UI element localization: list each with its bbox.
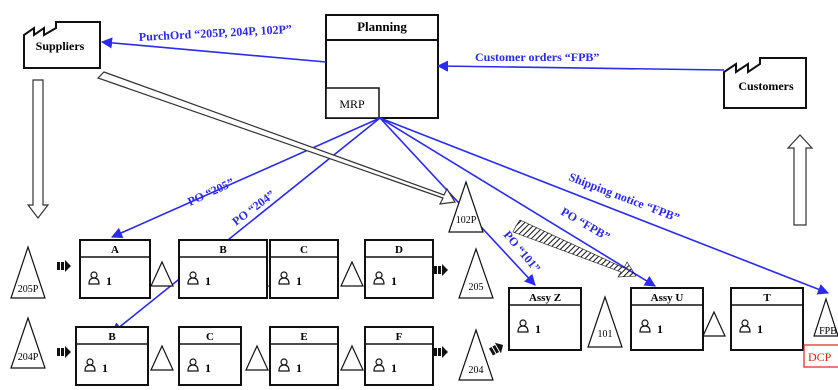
process-box-t: T1 <box>730 287 804 351</box>
buffer-triangle <box>702 310 726 337</box>
customer-orders-flow <box>436 60 725 72</box>
inventory-204p-label: 204P <box>18 352 39 363</box>
inventory-101: 101 <box>587 295 623 348</box>
process-name: E <box>300 331 307 343</box>
operator-count: 1 <box>391 361 397 375</box>
shipping-notice-flow <box>379 117 830 295</box>
buffer-triangle <box>150 260 174 287</box>
dcp-label: DCP <box>808 350 832 364</box>
operator-count: 1 <box>106 274 112 288</box>
push-arrow <box>488 339 507 358</box>
po-101-flow <box>379 117 536 286</box>
planning-box: Planning MRP <box>325 14 439 119</box>
process-box-e: E1 <box>269 326 339 386</box>
inventory-102p-label: 102P <box>456 215 477 226</box>
operator-count: 1 <box>102 361 108 375</box>
information-flows <box>100 37 830 334</box>
buffer-triangle <box>245 344 269 371</box>
po-205-flow <box>110 117 381 239</box>
push-arrow <box>434 346 448 358</box>
process-name: D <box>395 244 403 256</box>
process-name: C <box>206 331 214 343</box>
process-box-c-bottom: C1 <box>178 326 242 386</box>
push-arrow <box>57 260 71 272</box>
mrp-label: MRP <box>339 97 365 111</box>
inventory-204p: 204P <box>10 316 46 369</box>
operator-count: 1 <box>296 274 302 288</box>
supplier-to-102p-arrow <box>96 71 456 205</box>
po-205-label: PO “205” <box>185 175 236 209</box>
inventory-205p: 205P <box>10 245 46 299</box>
inventory-fpb: FPB <box>813 297 838 337</box>
operator-count: 1 <box>757 322 763 336</box>
buffer-triangle <box>150 344 174 371</box>
process-box-a: A1 <box>79 239 151 299</box>
process-name: C <box>300 244 308 256</box>
mrp-box <box>325 87 380 119</box>
purch-ord-flow <box>100 37 327 63</box>
supplier-down-arrow <box>26 79 50 219</box>
buffer-triangle <box>340 260 364 287</box>
operator-count: 1 <box>535 322 541 336</box>
buffer-triangle <box>340 344 364 371</box>
operator-count: 1 <box>205 274 211 288</box>
process-name: Assy Z <box>529 292 561 304</box>
process-box-b-top: B1 <box>178 239 268 299</box>
inventory-101-label: 101 <box>598 329 613 340</box>
customers-factory-icon: Customers <box>723 57 807 109</box>
process-box-assy-u: Assy U 1 <box>630 287 704 351</box>
inventory-205: 205 <box>458 247 494 299</box>
inventory-102p: 102P <box>448 180 484 233</box>
process-name: T <box>763 292 771 304</box>
inventory-205p-label: 205P <box>18 284 39 295</box>
push-arrow <box>57 346 71 358</box>
customer-orders-label: Customer orders “FPB” <box>475 50 599 64</box>
push-arrow <box>434 264 448 276</box>
planning-title: Planning <box>357 19 407 34</box>
dcp-box: DCP <box>803 344 838 368</box>
suppliers-factory-icon: Suppliers <box>23 21 101 69</box>
suppliers-label: Suppliers <box>36 39 85 53</box>
process-box-b-bottom: B1 <box>75 326 149 386</box>
shipment-arrows <box>26 71 814 226</box>
inventory-fpb-label: FPB <box>819 326 837 337</box>
process-box-d: D1 <box>364 239 434 299</box>
inventory-204: 204 <box>458 328 494 381</box>
operator-count: 1 <box>657 322 663 336</box>
process-name: A <box>111 244 119 256</box>
operator-count: 1 <box>296 361 302 375</box>
po-204-flow <box>111 117 381 334</box>
process-box-f: F1 <box>364 326 434 386</box>
process-name: Assy U <box>651 292 684 304</box>
process-name: F <box>396 331 403 343</box>
process-box-c-top: C1 <box>269 239 339 299</box>
po-fpb-flow <box>379 117 656 287</box>
purch-ord-label: PurchOrd “205P, 204P, 102P” <box>138 22 292 44</box>
process-name: B <box>219 244 227 256</box>
process-name: B <box>108 331 116 343</box>
hatched-flow-arrow <box>512 219 637 278</box>
operator-count: 1 <box>205 361 211 375</box>
process-box-assy-z: Assy Z 1 <box>508 287 582 351</box>
inventory-204-label: 204 <box>469 365 484 376</box>
inventory-205-label: 205 <box>469 282 484 293</box>
po-fpb-label: PO “FPB” <box>559 204 613 243</box>
customers-label: Customers <box>738 79 794 93</box>
operator-count: 1 <box>391 274 397 288</box>
customer-up-arrow <box>786 134 814 226</box>
po-204-label: PO “204” <box>229 187 277 228</box>
